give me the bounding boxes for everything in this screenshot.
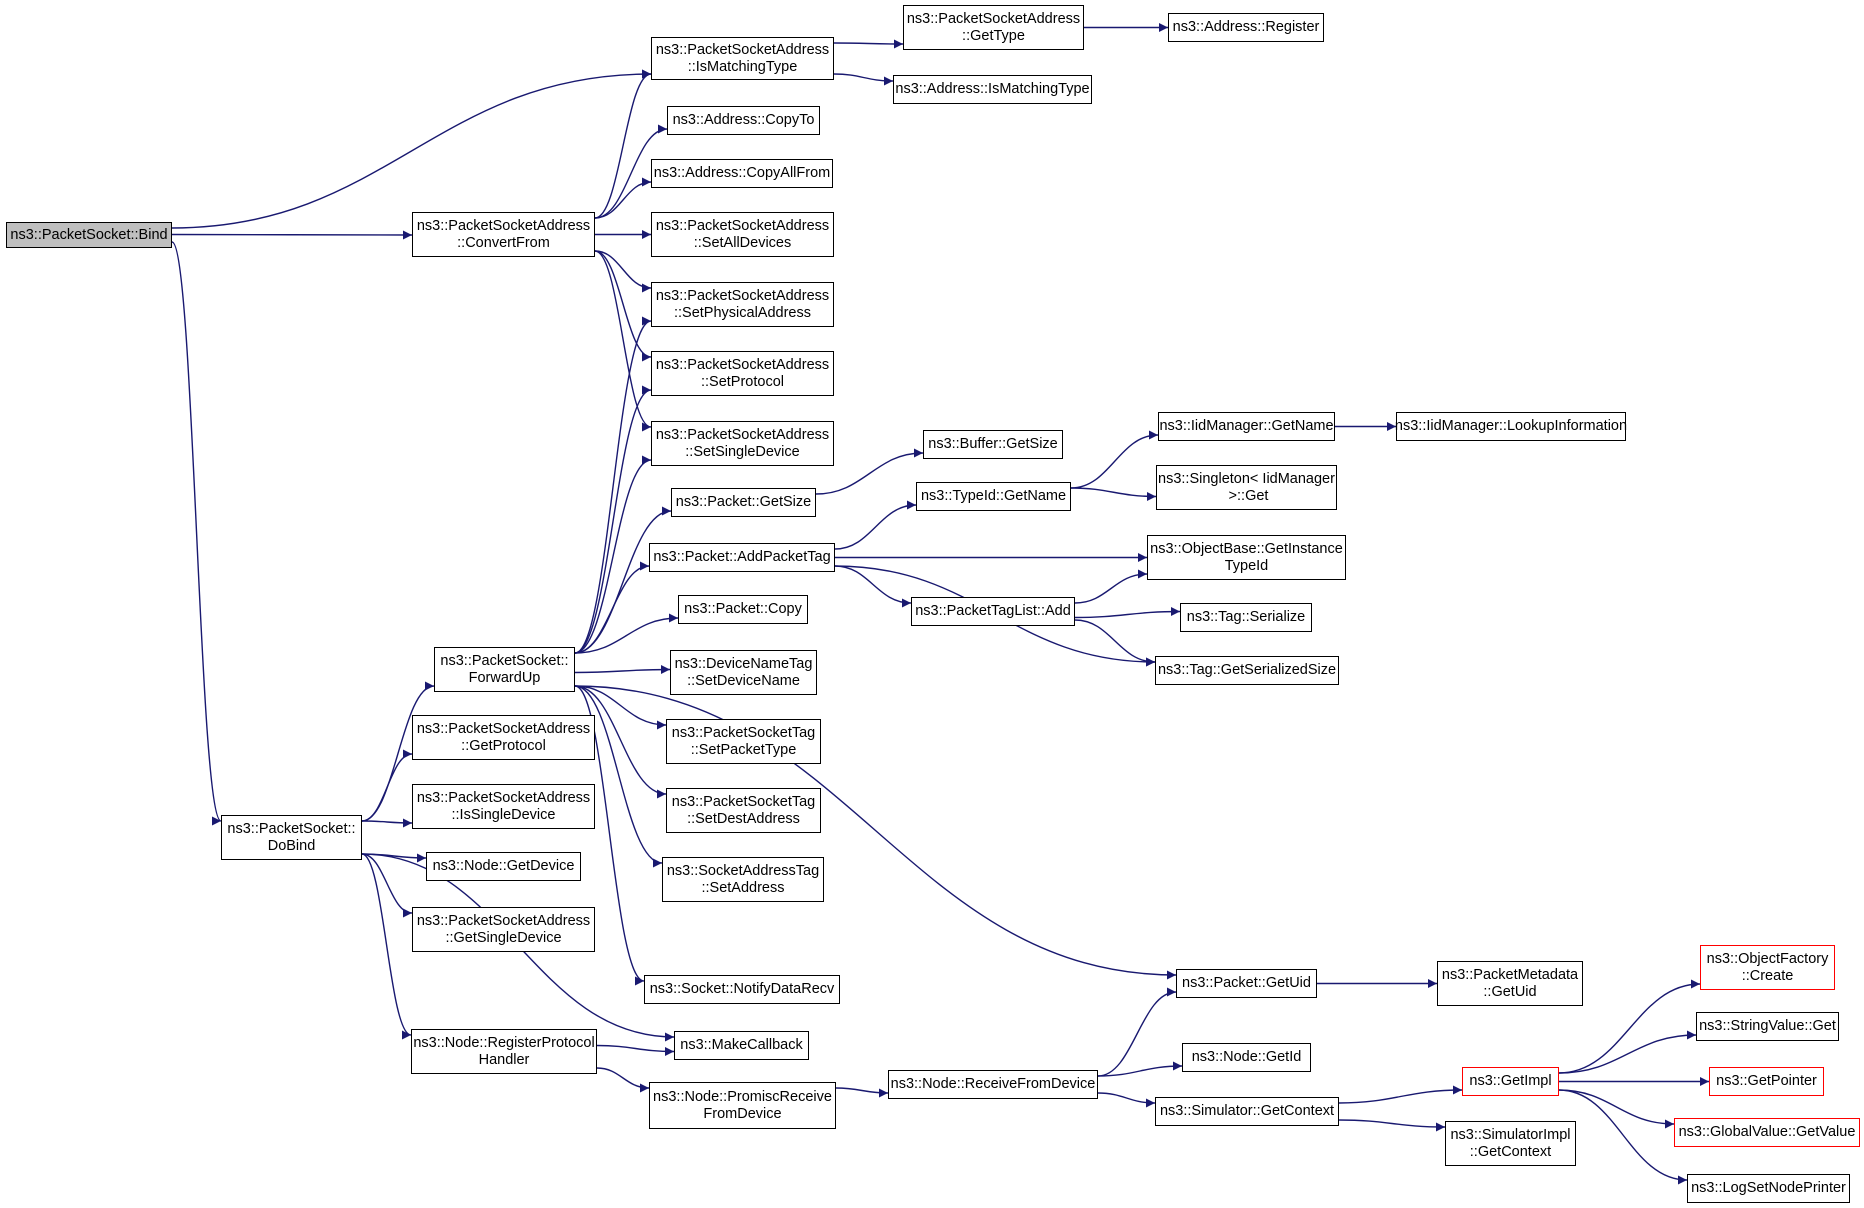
call-edge-ps-dobind-to-psa-getsingledevice (361, 853, 413, 918)
node-node-registerprotocolhandler[interactable]: ns3::Node::RegisterProtocol Handler (411, 1029, 597, 1074)
call-edge-typeid-getname-to-singleton-get (1070, 487, 1157, 501)
node-stringvalue-get[interactable]: ns3::StringValue::Get (1696, 1012, 1839, 1041)
node-buffer-getsize[interactable]: ns3::Buffer::GetSize (923, 430, 1063, 459)
call-edge-packet-addpackettag-to-typeid-getname (834, 500, 917, 550)
node-node-getid[interactable]: ns3::Node::GetId (1182, 1043, 1311, 1072)
node-psa-ismatchingtype[interactable]: ns3::PacketSocketAddress ::IsMatchingTyp… (651, 37, 834, 80)
node-psa-issingledevice[interactable]: ns3::PacketSocketAddress ::IsSingleDevic… (412, 784, 595, 829)
node-iid-lookup[interactable]: ns3::IidManager::LookupInformation (1395, 412, 1627, 441)
call-edge-psa-ismatchingtype-to-addr-ismatchingtype (833, 73, 894, 86)
call-edge-psa-ismatchingtype-to-psa-gettype (833, 39, 904, 49)
call-edge-bind-to-ps-dobind (171, 241, 222, 826)
node-tag-getserializedsize[interactable]: ns3::Tag::GetSerializedSize (1155, 656, 1339, 685)
call-edge-node-registerprotocolhandler-to-makecallback (596, 1044, 675, 1056)
node-pst-setdestaddress[interactable]: ns3::PacketSocketTag ::SetDestAddress (666, 788, 821, 833)
call-edge-packettaglist-add-to-tag-getserializedsize (1074, 619, 1156, 667)
node-getimpl[interactable]: ns3::GetImpl (1462, 1067, 1559, 1096)
call-edge-psa-convertfrom-to-psa-ismatchingtype (594, 69, 652, 219)
node-psa-gettype[interactable]: ns3::PacketSocketAddress ::GetType (903, 5, 1084, 50)
node-psa-setsingledevice[interactable]: ns3::PacketSocketAddress ::SetSingleDevi… (651, 421, 834, 466)
node-objectbase-getinstancetypeid[interactable]: ns3::ObjectBase::GetInstance TypeId (1147, 535, 1346, 580)
node-packetmetadata-getuid[interactable]: ns3::PacketMetadata ::GetUid (1437, 961, 1583, 1006)
node-node-getdevice[interactable]: ns3::Node::GetDevice (426, 852, 581, 881)
call-edge-psa-convertfrom-to-addr-copyto (594, 124, 668, 219)
call-edge-getimpl-to-stringvalue-get (1558, 1030, 1697, 1074)
node-packet-getsize[interactable]: ns3::Packet::GetSize (671, 488, 816, 517)
call-edge-psa-convertfrom-to-psa-setsingledevice (594, 250, 652, 432)
call-edge-node-receivefromdevice-to-node-getid (1097, 1061, 1183, 1077)
node-typeid-getname[interactable]: ns3::TypeId::GetName (916, 482, 1071, 511)
node-addr-register[interactable]: ns3::Address::Register (1168, 13, 1324, 42)
node-tag-serialize[interactable]: ns3::Tag::Serialize (1180, 603, 1312, 632)
call-edge-ps-forwardup-to-packet-copy (574, 613, 679, 654)
node-addr-ismatchingtype[interactable]: ns3::Address::IsMatchingType (893, 75, 1092, 104)
call-edge-typeid-getname-to-iid-getname (1070, 430, 1159, 489)
call-edge-psa-convertfrom-to-psa-setprotocol (594, 250, 652, 362)
call-edge-ps-forwardup-to-dnt-setdevicename (574, 665, 671, 675)
node-globalvalue-getvalue[interactable]: ns3::GlobalValue::GetValue (1674, 1118, 1860, 1147)
node-addr-copyallfrom[interactable]: ns3::Address::CopyAllFrom (651, 159, 833, 188)
call-edge-packet-getsize-to-buffer-getsize (815, 448, 924, 495)
call-edge-simulator-getcontext-to-getimpl (1338, 1085, 1463, 1104)
node-psa-setprotocol[interactable]: ns3::PacketSocketAddress ::SetProtocol (651, 351, 834, 396)
call-edge-ps-forwardup-to-socket-notifydatarecv (574, 685, 645, 986)
call-edge-simulator-getcontext-to-simulatorimpl-getcontext (1338, 1119, 1446, 1132)
call-edge-ps-forwardup-to-packet-addpackettag (574, 561, 650, 654)
node-node-promiscreceivefromdevice[interactable]: ns3::Node::PromiscReceive FromDevice (649, 1082, 836, 1129)
node-packet-copy[interactable]: ns3::Packet::Copy (678, 595, 808, 624)
node-ps-dobind[interactable]: ns3::PacketSocket:: DoBind (221, 815, 362, 860)
node-packettaglist-add[interactable]: ns3::PacketTagList::Add (911, 597, 1075, 626)
call-edge-bind-to-psa-convertfrom (171, 230, 413, 240)
node-psa-setalldevices[interactable]: ns3::PacketSocketAddress ::SetAllDevices (651, 212, 834, 257)
call-edge-node-registerprotocolhandler-to-node-promiscreceivefromdevice (596, 1067, 650, 1093)
call-edge-getimpl-to-logsetnodeprinter (1558, 1089, 1688, 1185)
node-simulator-getcontext[interactable]: ns3::Simulator::GetContext (1155, 1097, 1339, 1126)
call-edge-ps-forwardup-to-packet-getuid (574, 685, 1177, 980)
node-logsetnodeprinter[interactable]: ns3::LogSetNodePrinter (1687, 1174, 1850, 1203)
node-packet-getuid[interactable]: ns3::Packet::GetUid (1176, 969, 1317, 998)
node-psa-getprotocol[interactable]: ns3::PacketSocketAddress ::GetProtocol (412, 715, 595, 760)
node-psa-convertfrom[interactable]: ns3::PacketSocketAddress ::ConvertFrom (412, 212, 595, 257)
call-edge-ps-forwardup-to-sat-setaddress (574, 685, 663, 868)
call-edge-psa-convertfrom-to-addr-copyallfrom (594, 177, 652, 219)
node-makecallback[interactable]: ns3::MakeCallback (674, 1031, 809, 1060)
call-edge-getimpl-to-objectfactory-create (1558, 979, 1701, 1074)
node-socket-notifydatarecv[interactable]: ns3::Socket::NotifyDataRecv (644, 975, 840, 1004)
call-edge-ps-dobind-to-node-registerprotocolhandler (361, 853, 412, 1040)
node-addr-copyto[interactable]: ns3::Address::CopyTo (667, 106, 820, 135)
node-psa-getsingledevice[interactable]: ns3::PacketSocketAddress ::GetSingleDevi… (412, 907, 595, 952)
node-ps-forwardup[interactable]: ns3::PacketSocket:: ForwardUp (434, 647, 575, 692)
call-edge-ps-dobind-to-psa-issingledevice (361, 818, 413, 828)
node-singleton-get[interactable]: ns3::Singleton< IidManager >::Get (1156, 465, 1337, 510)
node-sat-setaddress[interactable]: ns3::SocketAddressTag ::SetAddress (662, 857, 824, 902)
call-edge-packet-addpackettag-to-packettaglist-add (834, 565, 912, 608)
call-edge-ps-forwardup-to-psa-setsingledevice (574, 455, 652, 654)
call-edge-ps-dobind-to-psa-getprotocol (361, 749, 413, 822)
call-edge-node-receivefromdevice-to-simulator-getcontext (1097, 1092, 1156, 1108)
node-node-receivefromdevice[interactable]: ns3::Node::ReceiveFromDevice (888, 1070, 1098, 1099)
node-bind: ns3::PacketSocket::Bind (6, 222, 172, 248)
node-simulatorimpl-getcontext[interactable]: ns3::SimulatorImpl ::GetContext (1445, 1121, 1576, 1166)
call-edge-packettaglist-add-to-objectbase-getinstancetypeid (1074, 569, 1148, 604)
node-psa-setphysicaladdress[interactable]: ns3::PacketSocketAddress ::SetPhysicalAd… (651, 282, 834, 327)
call-edge-ps-forwardup-to-pst-setpackettype (574, 685, 667, 730)
call-edge-psa-convertfrom-to-psa-setphysicaladdress (594, 250, 652, 293)
call-edge-packettaglist-add-to-tag-serialize (1074, 607, 1181, 619)
node-packet-addpackettag[interactable]: ns3::Packet::AddPacketTag (649, 543, 835, 572)
call-edge-node-receivefromdevice-to-packet-getuid (1097, 987, 1177, 1077)
call-edge-ps-forwardup-to-pst-setdestaddress (574, 685, 667, 799)
call-edge-getimpl-to-globalvalue-getvalue (1558, 1089, 1675, 1129)
node-getpointer[interactable]: ns3::GetPointer (1709, 1067, 1824, 1096)
node-iid-getname[interactable]: ns3::IidManager::GetName (1158, 412, 1335, 441)
node-pst-setpackettype[interactable]: ns3::PacketSocketTag ::SetPacketType (666, 719, 821, 764)
call-edge-node-promiscreceivefromdevice-to-node-receivefromdevice (835, 1087, 889, 1098)
call-edge-ps-forwardup-to-psa-setphysicaladdress (574, 316, 652, 654)
node-dnt-setdevicename[interactable]: ns3::DeviceNameTag ::SetDeviceName (670, 650, 817, 695)
node-objectfactory-create[interactable]: ns3::ObjectFactory ::Create (1700, 945, 1835, 990)
call-edge-ps-forwardup-to-psa-setprotocol (574, 385, 652, 654)
call-edge-bind-to-psa-ismatchingtype (171, 69, 652, 229)
